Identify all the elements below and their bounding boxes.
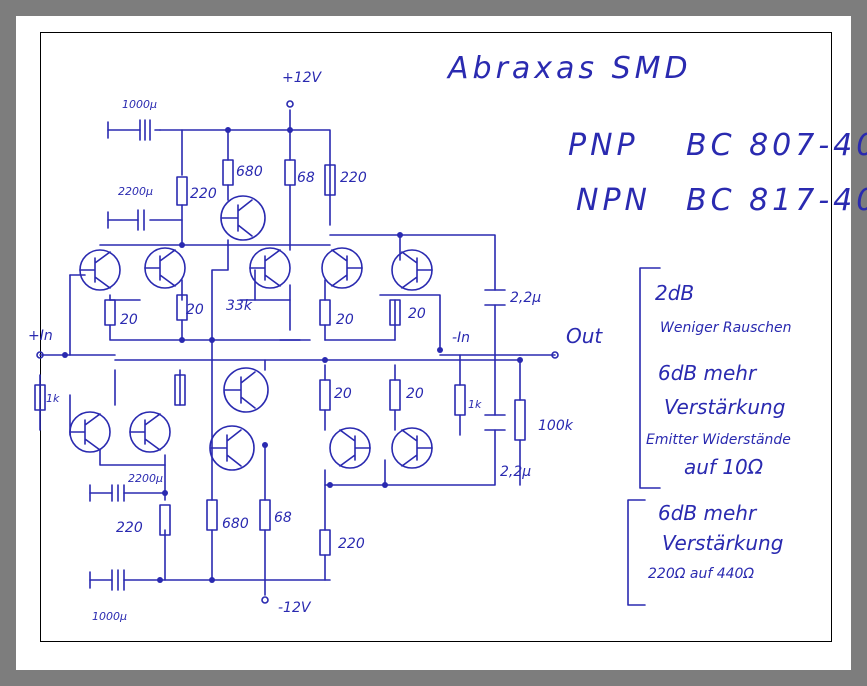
r-220-bot-right-label: 220 (338, 536, 365, 552)
pnp-part: BC 807-40 (686, 128, 867, 163)
cap-22-top-label: 2,2µ (510, 290, 541, 306)
cap-22-bot-label: 2,2µ (500, 464, 531, 480)
r-68-top-label: 68 (297, 170, 315, 186)
note2-line1: 6dB mehr (658, 501, 758, 525)
r-33k-label: 33k (226, 298, 253, 314)
note1-line6: auf 10Ω (684, 455, 764, 479)
transistors (69, 195, 433, 471)
page-title: Abraxas SMD (446, 51, 692, 86)
notes: 2dB Weniger Rauschen 6dB mehr Verstärkun… (627, 267, 791, 606)
capacitors (89, 119, 506, 591)
input-neg-label: -In (452, 330, 470, 346)
note1-line2: Weniger Rauschen (660, 320, 791, 336)
pnp-label: PNP (568, 128, 639, 163)
npn-part: BC 817-40 (686, 183, 867, 218)
r-680-bot-label: 680 (222, 516, 249, 532)
cap-bot-b-label: 2200µ (128, 472, 163, 485)
cap-top-a-label: 1000µ (122, 98, 157, 111)
circuit-labels: Abraxas SMD +12V -12V +In -In Out 1000µ … (28, 51, 692, 623)
scan-page (16, 16, 851, 670)
note1-line4: Verstärkung (664, 395, 785, 419)
r-220-bot-left-label: 220 (116, 520, 143, 536)
note1-line5: Emitter Widerstände (646, 432, 791, 448)
drawing-frame (40, 32, 832, 642)
cap-bot-a-label: 1000µ (92, 610, 127, 623)
wires (39, 109, 556, 596)
r-1k-left-label: 1k (46, 392, 60, 405)
output-label: Out (566, 324, 603, 348)
part-legend: PNP BC 807-40 NPN BC 817-40 (568, 128, 867, 218)
resistors (34, 159, 526, 556)
rail-negative-label: -12V (278, 600, 312, 616)
note2-line2: Verstärkung (662, 531, 783, 555)
r-20-d-label: 20 (408, 306, 426, 322)
junction-dots (62, 127, 523, 583)
terminals (36, 100, 559, 604)
r-top-220-label: 220 (190, 186, 217, 202)
npn-label: NPN (576, 183, 651, 218)
r-100k-label: 100k (538, 418, 574, 434)
r-20-f-label: 20 (406, 386, 424, 402)
r-1k-right-label: 1k (468, 398, 482, 411)
r-220-top-right-label: 220 (340, 170, 367, 186)
r-20-a-label: 20 (120, 312, 138, 328)
r-20-b-label: 20 (186, 302, 204, 318)
note1-line1: 2dB (655, 281, 694, 305)
r-20-c-label: 20 (336, 312, 354, 328)
r-20-e-label: 20 (334, 386, 352, 402)
rail-positive-label: +12V (282, 70, 323, 86)
note1-line3: 6dB mehr (658, 361, 758, 385)
note2-line3: 220Ω auf 440Ω (648, 566, 754, 582)
r-68-bot-label: 68 (274, 510, 292, 526)
input-pos-label: +In (28, 328, 53, 344)
cap-top-b-label: 2200µ (118, 185, 153, 198)
r-680-top-label: 680 (236, 164, 263, 180)
